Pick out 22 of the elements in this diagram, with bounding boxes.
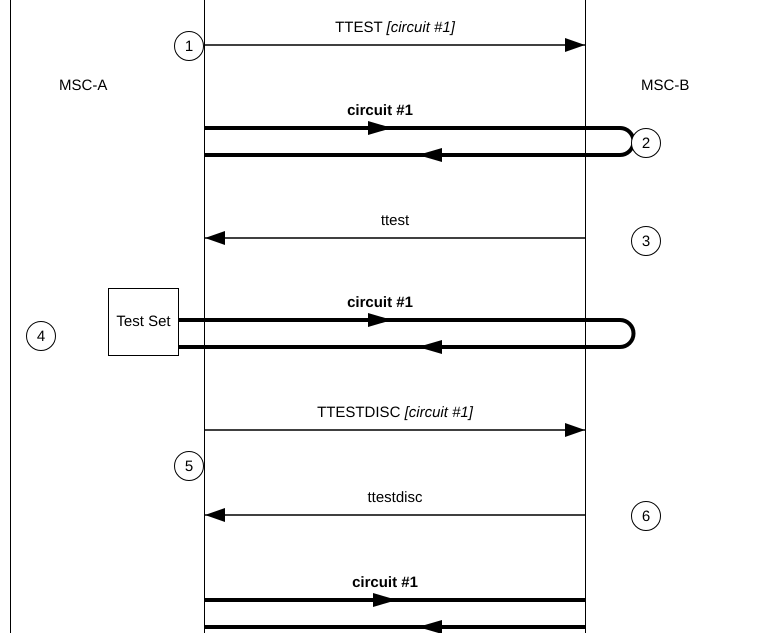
entity-box [10, 0, 205, 633]
message-arrow [205, 423, 585, 437]
message-arrow [205, 38, 585, 52]
circuit-line [205, 620, 585, 633]
circuit-line [205, 121, 636, 157]
edge-label: TTESTDISC [circuit #1] [314, 404, 476, 421]
circuit-line [205, 148, 585, 162]
message-arrow [205, 231, 585, 245]
test-set-box: Test Set [108, 288, 179, 356]
step-number: 4 [26, 321, 56, 351]
entity-name: MSC-B [641, 77, 690, 94]
circuit-line [178, 313, 636, 349]
entity-name: MSC-A [59, 77, 108, 94]
circuit-line [178, 340, 585, 354]
step-number: 6 [631, 501, 661, 531]
message-arrow [205, 508, 585, 522]
step-number: 3 [631, 226, 661, 256]
step-number: 5 [174, 451, 204, 481]
circuit-line [205, 593, 585, 607]
step-number: 1 [174, 31, 204, 61]
step-number: 2 [631, 128, 661, 158]
edge-label: TTEST [circuit #1] [332, 19, 458, 36]
